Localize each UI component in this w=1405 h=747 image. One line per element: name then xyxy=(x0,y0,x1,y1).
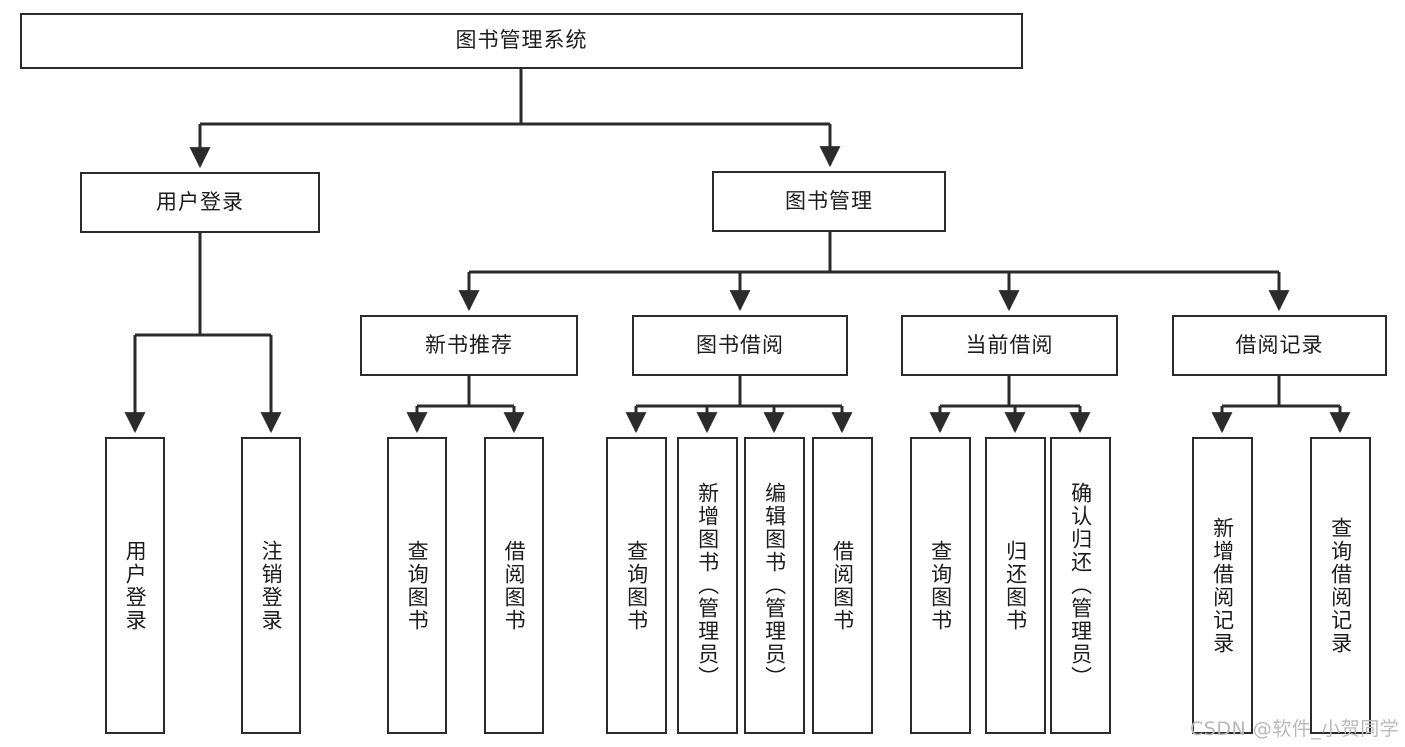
node-user-login[interactable]: 用户登录 xyxy=(80,172,320,233)
node-label: 归还图书 xyxy=(1003,539,1028,632)
node-leaf-logout-login[interactable]: 注销登录 xyxy=(241,437,301,734)
node-leaf-edit-book-admin[interactable]: 编辑图书（管理员） xyxy=(744,437,805,734)
node-label: 查询图书 xyxy=(928,539,953,632)
node-label: 用户登录 xyxy=(156,189,244,214)
node-label: 用户登录 xyxy=(123,539,148,632)
node-leaf-add-book-admin[interactable]: 新增图书（管理员） xyxy=(677,437,738,734)
node-label: 借阅记录 xyxy=(1235,332,1324,357)
node-root-system[interactable]: 图书管理系统 xyxy=(20,13,1023,69)
node-book-management[interactable]: 图书管理 xyxy=(712,171,946,232)
node-borrow-record[interactable]: 借阅记录 xyxy=(1172,315,1387,376)
node-leaf-add-borrow-record[interactable]: 新增借阅记录 xyxy=(1192,437,1253,734)
node-label: 图书管理 xyxy=(785,188,873,213)
node-label: 借阅图书 xyxy=(830,539,855,632)
node-label: 查询图书 xyxy=(405,539,430,632)
node-label: 编辑图书（管理员） xyxy=(762,482,787,689)
node-leaf-return-book[interactable]: 归还图书 xyxy=(985,437,1046,734)
csdn-watermark: CSDN @软件_小贺同学 xyxy=(1190,718,1400,740)
node-leaf-borrow-book[interactable]: 借阅图书 xyxy=(812,437,873,734)
node-leaf-query-book-borrow[interactable]: 查询图书 xyxy=(606,437,667,734)
node-current-borrow[interactable]: 当前借阅 xyxy=(901,315,1118,376)
node-leaf-confirm-return-admin[interactable]: 确认归还（管理员） xyxy=(1050,437,1111,734)
node-leaf-borrow-book-recommend[interactable]: 借阅图书 xyxy=(484,437,544,734)
node-label: 查询借阅记录 xyxy=(1328,516,1353,655)
node-label: 新增图书（管理员） xyxy=(695,482,720,689)
node-new-book-recommend[interactable]: 新书推荐 xyxy=(360,315,578,376)
node-leaf-user-login[interactable]: 用户登录 xyxy=(105,437,165,734)
node-book-borrow[interactable]: 图书借阅 xyxy=(632,315,848,376)
node-label: 新书推荐 xyxy=(425,332,513,357)
node-label: 图书管理系统 xyxy=(455,28,588,53)
node-leaf-query-book-recommend[interactable]: 查询图书 xyxy=(387,437,447,734)
node-label: 注销登录 xyxy=(259,539,284,632)
node-label: 图书借阅 xyxy=(696,332,784,357)
node-leaf-query-borrow-record[interactable]: 查询借阅记录 xyxy=(1310,437,1371,734)
node-label: 借阅图书 xyxy=(502,539,527,632)
node-label: 当前借阅 xyxy=(965,332,1054,357)
node-leaf-query-book-current[interactable]: 查询图书 xyxy=(910,437,971,734)
node-label: 新增借阅记录 xyxy=(1210,516,1235,655)
node-label: 查询图书 xyxy=(624,539,649,632)
node-label: 确认归还（管理员） xyxy=(1068,482,1093,689)
